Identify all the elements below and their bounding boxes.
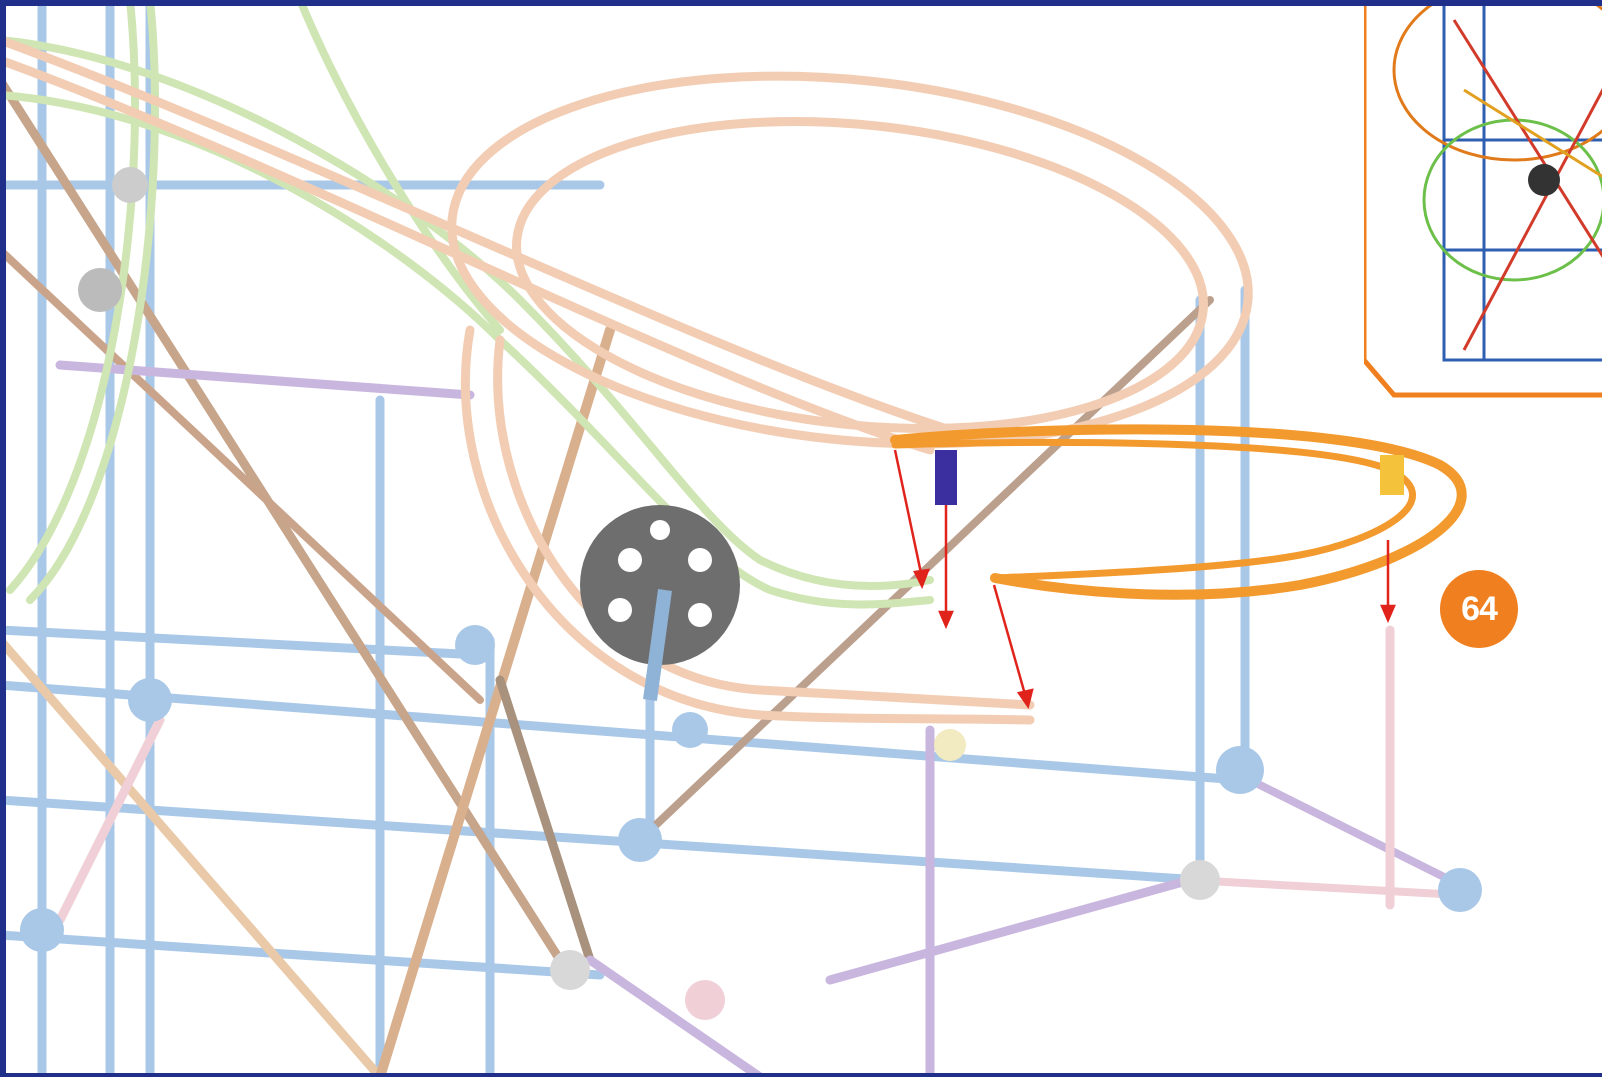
connector-hubs	[20, 167, 1482, 1020]
purple-pink-rods	[55, 360, 1464, 1077]
gear-part	[580, 505, 740, 701]
model-thumbnail	[1364, 0, 1602, 400]
new-orange-track	[890, 424, 1467, 600]
completed-model-thumbnail-icon	[1364, 0, 1602, 398]
existing-loop-track	[0, 35, 1253, 725]
placement-arrows	[893, 449, 1396, 709]
step-number-badge: 64	[1440, 570, 1518, 648]
